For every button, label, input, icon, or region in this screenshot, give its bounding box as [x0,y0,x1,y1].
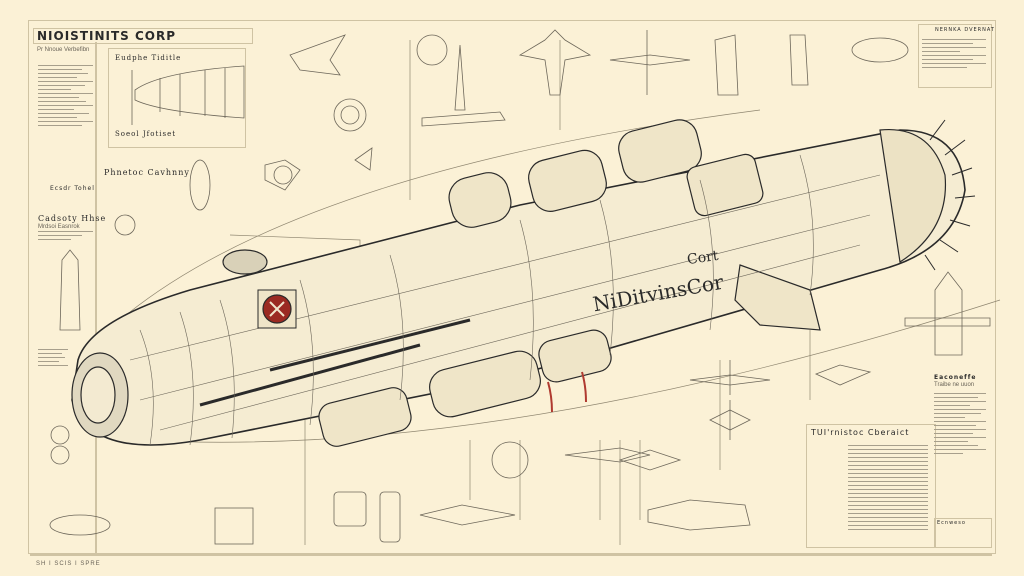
sign-box-title: Ecnweso [937,520,966,526]
left-section-2-sub: Mrdsoi Easnrok [38,224,80,230]
notes-subtitle: Traibe ne uuon [934,382,975,388]
inset-caption: Soeol Jfotiset [115,130,177,138]
chart-title: TUI'rnistoc Cberaict [811,428,910,437]
sign-box [934,518,992,548]
parts-list [38,62,93,129]
notes-title: Eaconeffe [934,374,977,381]
left-column-divider [95,42,97,554]
chart-box [806,424,936,548]
left-notes [38,228,93,243]
outer-frame [28,20,996,554]
spec-box-title: NERNKA DVERNAT [935,27,995,33]
chart-rows [848,442,928,533]
spec-box-lines [922,36,986,71]
left-section-2: Cadsoty Hhse [38,214,107,223]
title-box [33,28,253,44]
left-section-3: Phnetoc Cavhnny [104,168,190,177]
page-title: NIOISTINITS CORP [37,29,177,43]
page-subtitle: Pr Nnoue Verbefibn [37,47,90,53]
emblem-icon [257,289,297,329]
spec-box [918,24,992,88]
bottom-rule [30,554,992,556]
footer-caption: SH I SCIS I SPRE [36,561,101,567]
inset-drawing-box [108,48,246,148]
inset-title: Eudphe Tiditle [115,54,182,62]
left-section-1: Ecsdr Tohel [50,185,95,192]
notes-text [934,390,986,457]
left-notes-lower [38,346,68,369]
